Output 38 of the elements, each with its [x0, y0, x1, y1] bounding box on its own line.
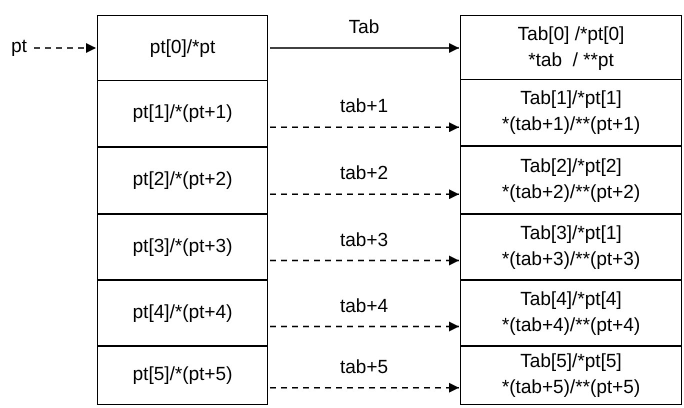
arrow [270, 322, 459, 332]
cell-text: Tab[3]/*pt[1] [520, 222, 622, 246]
arrow [270, 189, 459, 200]
cell-text: pt[2]/*(pt+2) [132, 168, 232, 192]
cell-text: *(tab+5)/**(pt+5) [502, 376, 640, 400]
cell-text: *(tab+4)/**(pt+4) [502, 314, 640, 338]
arrow [34, 43, 96, 53]
memory-cell [97, 15, 268, 81]
cell-text: pt[5]/*(pt+5) [132, 363, 232, 388]
cell-text: Tab[1]/*pt[1] [520, 87, 622, 112]
memory-cell [460, 346, 682, 404]
memory-cell [97, 80, 268, 146]
arrow [270, 122, 459, 132]
cell-text: *tab / **pt [528, 48, 614, 72]
cell-text: pt [11, 35, 27, 60]
cell-text: pt[3]/*(pt+3) [132, 234, 232, 259]
cell-text: *(tab+2)/**(pt+2) [502, 180, 640, 204]
cell-text: Tab[4]/*pt[4] [520, 288, 622, 312]
memory-cell [97, 280, 268, 346]
memory-cell [97, 146, 268, 214]
cell-text: pt[0]/*pt [150, 36, 216, 60]
memory-cell [460, 280, 682, 346]
cell-text: pt[4]/*(pt+4) [132, 300, 232, 325]
arrow [270, 256, 459, 266]
memory-cell [97, 214, 268, 280]
cell-text: *(tab+3)/**(pt+3) [502, 248, 640, 272]
arrow [270, 43, 459, 53]
memory-cell [97, 346, 268, 404]
cell-text: pt[1]/*(pt+1) [132, 101, 232, 126]
cell-text: Tab[5]/*pt[5] [520, 350, 622, 374]
cell-text: *(tab+1)/**(pt+1) [502, 113, 640, 137]
cell-text: Tab[2]/*pt[2] [520, 154, 622, 179]
memory-cell [460, 214, 682, 280]
cell-text: Tab[0] /*pt[0] [518, 22, 624, 47]
memory-cell [460, 78, 682, 146]
arrow [270, 382, 459, 393]
memory-cell [460, 15, 682, 80]
memory-cell [460, 146, 682, 214]
